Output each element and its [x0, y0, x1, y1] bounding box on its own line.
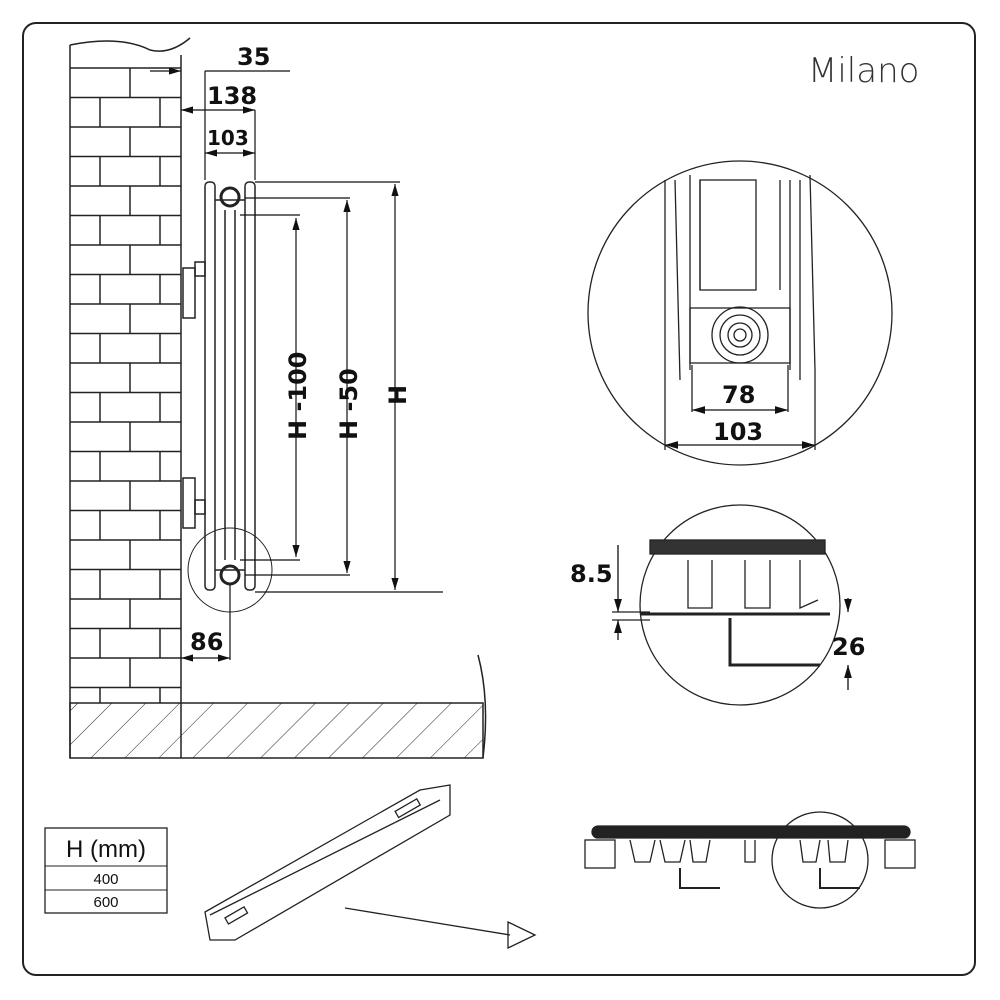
- dimension-lines: [150, 67, 443, 662]
- dim-h-minus-50: H -50: [335, 368, 363, 440]
- connection-detail: [587, 160, 893, 466]
- dim-detail-depth: 103: [713, 418, 763, 446]
- dim-h-minus-100: H -100: [284, 352, 312, 441]
- dim-h: H: [384, 385, 412, 405]
- floor: [69, 654, 487, 759]
- radiator-top-view: [584, 811, 916, 909]
- fin-detail: [612, 504, 852, 706]
- dim-fin-height: 26: [832, 633, 865, 661]
- dim-pipe-spacing: 78: [722, 381, 755, 409]
- brick-wall: [69, 37, 191, 758]
- mounting-bracket: [204, 784, 537, 950]
- dim-radiator-depth: 103: [207, 126, 249, 150]
- brand-logo: Milano: [808, 51, 919, 91]
- radiator-side-view: [182, 181, 273, 613]
- drawing-frame: [22, 22, 976, 976]
- dim-total-depth: 138: [207, 82, 257, 110]
- table-row: 600: [93, 894, 118, 911]
- height-table: H (mm) 400 600: [44, 827, 168, 914]
- dim-floor-offset: 86: [190, 628, 223, 656]
- table-row: 400: [93, 871, 118, 888]
- table-header: H (mm): [66, 836, 146, 863]
- dim-fin-thickness: 8.5: [570, 560, 613, 588]
- dim-wall-gap: 35: [237, 43, 270, 71]
